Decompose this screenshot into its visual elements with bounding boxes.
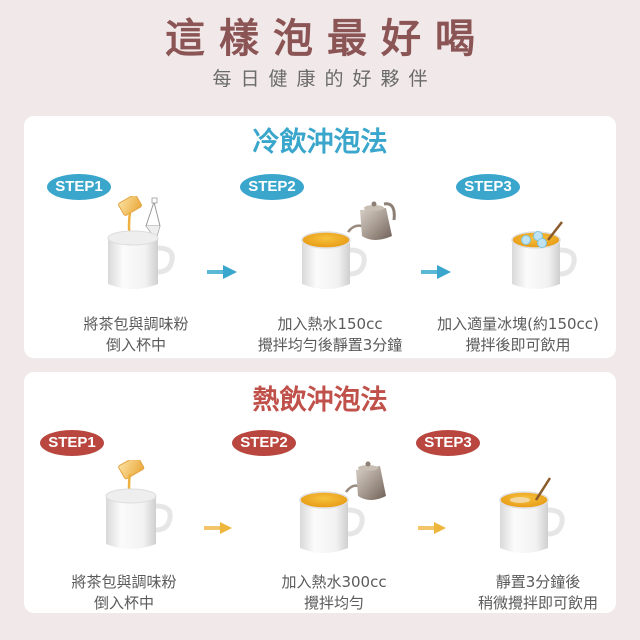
hot-step1-text: 將茶包與調味粉 倒入杯中: [24, 572, 224, 614]
cold-brew-card: 冷飲沖泡法 STEP1 STEP2 STEP3: [24, 116, 616, 358]
hot-step3-badge: STEP3: [416, 430, 480, 456]
cold-step1-text: 將茶包與調味粉 倒入杯中: [36, 314, 236, 356]
cold-step3-text: 加入適量冰塊(約150cc) 攪拌後即可飲用: [418, 314, 618, 356]
mug-with-tea-packet-icon: [86, 194, 186, 296]
cold-brew-title: 冷飲沖泡法: [252, 127, 388, 158]
hot-step1-line1: 將茶包與調味粉: [71, 573, 177, 591]
hot-step2-line2: 攪拌均勻: [303, 594, 364, 612]
cold-step1-line2: 倒入杯中: [105, 336, 166, 354]
cold-step1-badge: STEP1: [47, 174, 111, 200]
mug-with-kettle-icon: [286, 460, 386, 560]
hot-brew-title: 熱飲沖泡法: [252, 385, 388, 416]
hot-step3-text: 靜置3分鐘後 稍微攪拌即可飲用: [438, 572, 638, 614]
hot-step1-line2: 倒入杯中: [93, 594, 154, 612]
hot-step2-text: 加入熱水300cc 攪拌均勻: [234, 572, 434, 614]
mug-with-packet-icon: [92, 455, 192, 560]
cold-step3-line2: 攪拌後即可飲用: [465, 336, 571, 354]
hot-step1-badge: STEP1: [40, 430, 104, 456]
mug-with-kettle-icon: [296, 196, 396, 296]
hot-step2-line1: 加入熱水300cc: [281, 573, 387, 591]
hot-step3-line2: 稍微攪拌即可飲用: [477, 594, 598, 612]
hot-step3-line1: 靜置3分鐘後: [495, 573, 581, 591]
cold-arrow-1-icon: [207, 264, 237, 279]
cold-arrow-2-icon: [421, 264, 451, 279]
cold-step3-line1: 加入適量冰塊(約150cc): [437, 315, 599, 333]
mug-with-ice-icon: [496, 196, 596, 296]
hot-arrow-2-icon: [418, 520, 448, 534]
cold-step2-line2: 攪拌均勻後靜置3分鐘: [257, 336, 403, 354]
hot-arrow-1-icon: [204, 520, 234, 534]
mug-with-spoon-icon: [480, 460, 580, 560]
page-title: 這樣泡最好喝: [165, 16, 489, 62]
hot-step2-badge: STEP2: [232, 430, 296, 456]
cold-step3-badge: STEP3: [456, 174, 520, 200]
cold-step2-line1: 加入熱水150cc: [277, 315, 383, 333]
hot-brew-card: 熱飲沖泡法 STEP1 STEP2 STEP3: [24, 372, 616, 613]
page-subtitle: 每日健康的好夥伴: [212, 68, 437, 90]
cold-step1-line1: 將茶包與調味粉: [83, 315, 189, 333]
cold-step2-text: 加入熱水150cc 攪拌均勻後靜置3分鐘: [230, 314, 430, 356]
cold-step2-badge: STEP2: [240, 174, 304, 200]
